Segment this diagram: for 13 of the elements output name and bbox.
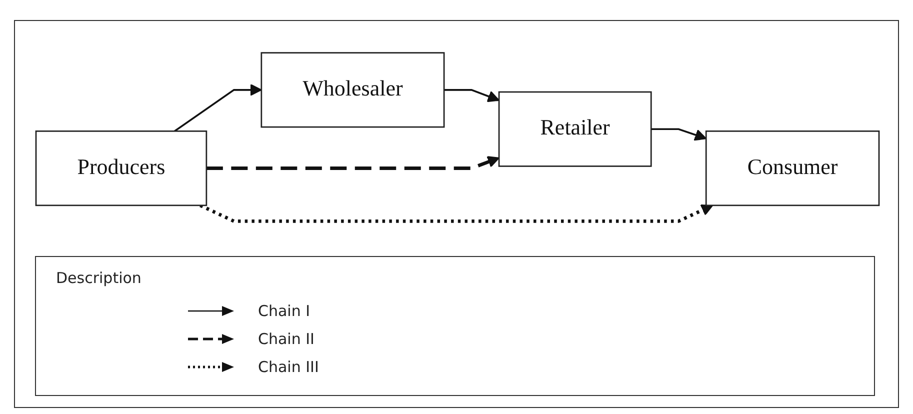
legend-text: Chain III [258,358,319,376]
arrow [200,204,714,223]
arrow [651,128,707,141]
legend-text: Chain II [258,330,314,348]
node-box: Consumer [705,130,880,206]
arrow [206,156,500,170]
arrow [174,84,262,132]
legend-text: Chain I [258,302,310,320]
node-box: Wholesaler [260,52,445,128]
arrow [444,89,500,102]
node-box: Producers [35,130,208,206]
legend-heading: Description [56,269,142,287]
node-box: Retailer [498,91,652,167]
